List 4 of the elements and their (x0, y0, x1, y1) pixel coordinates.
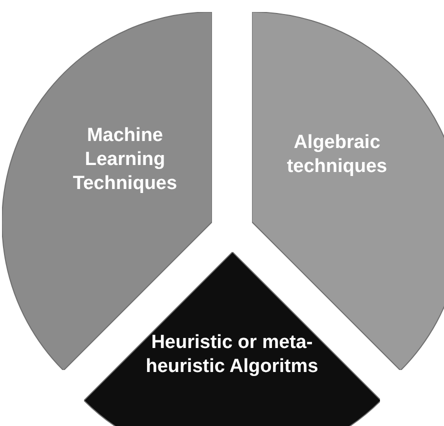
segment-label: Machine Learning Techniques (72, 124, 178, 196)
segment-label: Heuristic or meta-heuristic Algoritms (144, 331, 320, 379)
pie-segment (84, 252, 380, 426)
segment-label: Algebraic techniques (286, 130, 388, 179)
